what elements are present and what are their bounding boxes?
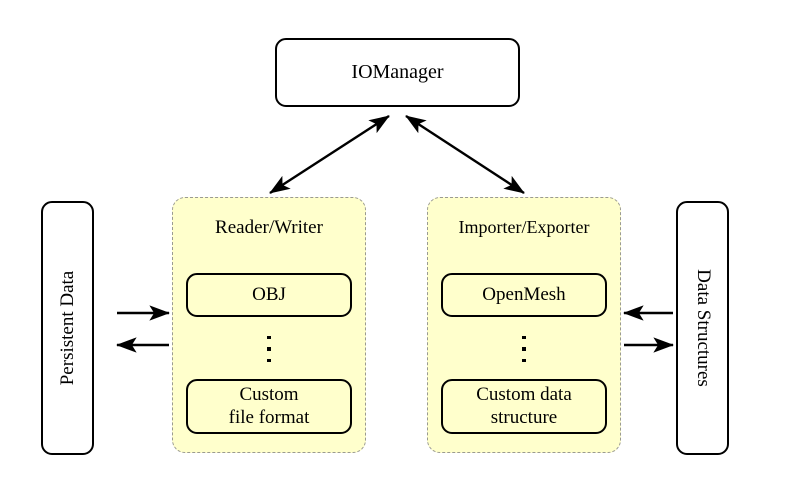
importer-exporter-item-openmesh[interactable]: OpenMesh — [441, 273, 607, 317]
group-reader-writer[interactable]: Reader/Writer OBJ Custom file format — [172, 197, 366, 453]
group-importer-exporter-title: Importer/Exporter — [458, 217, 590, 237]
reader-writer-item-custom-file-format[interactable]: Custom file format — [186, 379, 352, 434]
custom-data-structure-line2: structure — [490, 406, 558, 428]
importer-exporter-item-openmesh-label: OpenMesh — [482, 283, 566, 305]
reader-writer-item-obj-label: OBJ — [252, 283, 286, 305]
data-structures-node[interactable]: Data Structures — [676, 201, 729, 455]
reader-writer-ellipsis-icon — [173, 327, 365, 371]
persistent-data-label: Persistent Data — [56, 270, 78, 386]
importer-exporter-item-custom-data-structure[interactable]: Custom data structure — [441, 379, 607, 434]
importer-exporter-item-custom-data-structure-label: Custom data structure — [476, 384, 572, 430]
data-structures-label: Data Structures — [692, 269, 714, 387]
reader-writer-item-custom-file-format-label: Custom file format — [229, 384, 310, 430]
importer-exporter-ellipsis-icon — [428, 327, 620, 371]
reader-writer-item-obj[interactable]: OBJ — [186, 273, 352, 317]
iomanager-node[interactable]: IOManager — [275, 38, 520, 107]
custom-data-structure-line1: Custom data — [476, 383, 572, 405]
persistent-data-node[interactable]: Persistent Data — [41, 201, 94, 455]
custom-file-format-line1: Custom — [239, 383, 299, 405]
arrow-iomanager-importerexporter — [405, 114, 525, 195]
group-reader-writer-title: Reader/Writer — [215, 217, 323, 238]
custom-file-format-line2: file format — [228, 406, 310, 428]
iomanager-label: IOManager — [351, 61, 444, 84]
arrow-iomanager-readerwriter — [269, 114, 390, 195]
group-importer-exporter[interactable]: Importer/Exporter OpenMesh Custom data s… — [427, 197, 621, 453]
